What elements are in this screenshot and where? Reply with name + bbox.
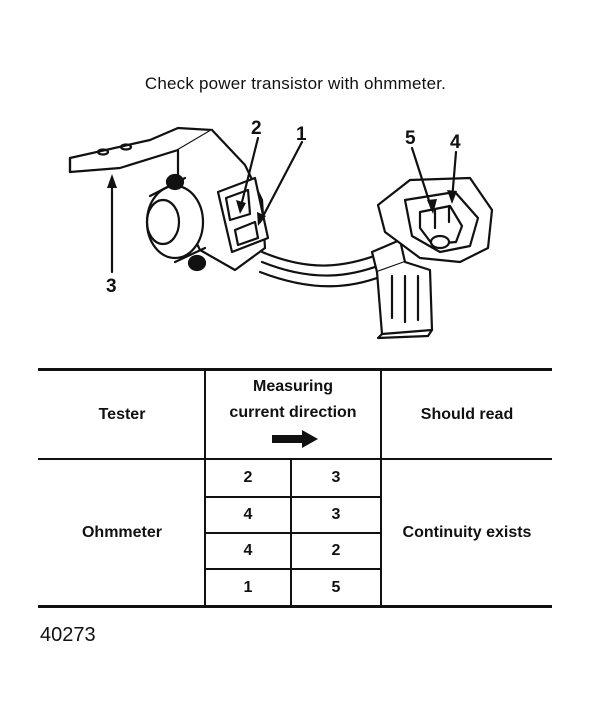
row-4-from: 1 <box>243 578 253 596</box>
callout-5: 5 <box>405 128 416 149</box>
result-value: Continuity exists <box>402 523 532 541</box>
row-2-to: 3 <box>331 506 341 523</box>
row-3-from: 4 <box>243 542 253 559</box>
table-divider-right <box>380 370 382 607</box>
table-divider-left <box>204 370 206 607</box>
table-header-rule <box>38 458 552 460</box>
table-top-rule <box>38 368 552 371</box>
row-rule <box>205 496 381 498</box>
header-tester: Tester <box>98 406 146 423</box>
callout-3: 3 <box>106 276 117 297</box>
row-1-to: 3 <box>331 469 341 486</box>
row-rule <box>205 532 381 534</box>
tester-value: Ohmmeter <box>81 523 163 541</box>
table-bottom-rule <box>38 605 552 608</box>
row-2-from: 4 <box>243 506 253 523</box>
row-4-to: 5 <box>331 578 341 596</box>
header-direction-line1: Measuring <box>252 378 333 395</box>
figure-code: 40273 <box>40 624 96 646</box>
callout-2: 2 <box>251 118 262 139</box>
header-direction-line2: current direction <box>229 404 357 421</box>
row-3-to: 2 <box>331 542 341 559</box>
figure-title: Check power transistor with ohmmeter. <box>144 74 447 93</box>
callout-4: 4 <box>450 132 461 153</box>
row-1-from: 2 <box>243 469 253 486</box>
header-should-read: Should read <box>420 406 514 423</box>
row-rule <box>205 568 381 570</box>
callout-1: 1 <box>296 124 307 145</box>
current-direction-arrow-icon <box>272 430 318 448</box>
